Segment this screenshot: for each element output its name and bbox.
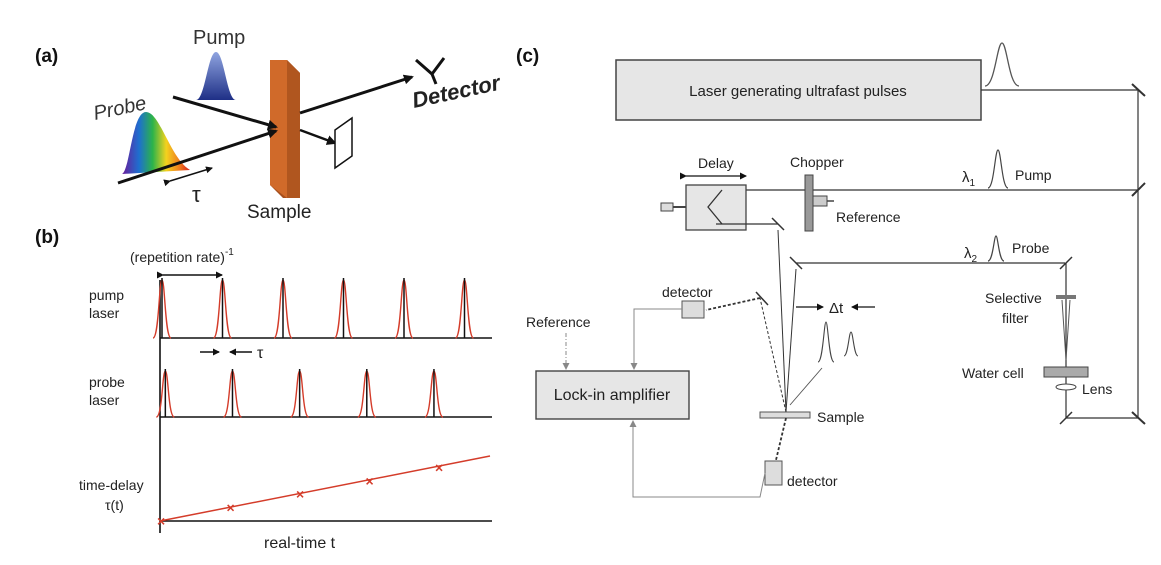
detector-top-signal (630, 308, 682, 370)
filter-cone (1061, 299, 1071, 361)
sample-c (759, 411, 811, 419)
dt-pointer (789, 367, 823, 406)
beam-splitter (1131, 182, 1146, 197)
detector-bottom-signal (629, 420, 766, 498)
transmitted-beam-c (775, 417, 787, 461)
tau-label: τ (192, 182, 201, 207)
xlabel: real-time t (264, 535, 336, 552)
mirror-top-right (1131, 83, 1146, 97)
panel-b-label: (b) (35, 227, 59, 248)
lambda2-label: λ2 (964, 245, 978, 265)
pump-laser-label-2: laser (89, 305, 120, 321)
detector-mirror (755, 291, 769, 306)
detector-icon (415, 57, 446, 85)
sample-slab (270, 60, 300, 198)
water-cell-label: Water cell (962, 365, 1024, 381)
probe-pulse-icon (987, 235, 1005, 262)
detector-beam (705, 297, 761, 311)
dt-label: Δt (829, 300, 844, 317)
reflected-beam (759, 297, 787, 413)
dt-pulse-1 (817, 321, 835, 363)
lockin-label: Lock-in amplifier (554, 387, 671, 404)
dt-pulse-2 (843, 331, 859, 357)
laser-pulse-icon (984, 42, 1020, 87)
probe-beam (117, 128, 278, 185)
pump-pulse-icon (987, 149, 1009, 189)
lens-label: Lens (1082, 381, 1112, 397)
probe-laser-label-2: laser (89, 392, 120, 408)
panel-a-label: (a) (35, 46, 58, 67)
selective-filter (1056, 295, 1076, 299)
tau-b-label: τ (257, 345, 264, 362)
transmitted-beam (299, 74, 414, 115)
pump-to-sample (777, 229, 787, 413)
pulse-group: × × × × × (152, 278, 475, 529)
detector-top-label: detector (662, 284, 713, 300)
probe-c-label: Probe (1012, 240, 1050, 256)
lens (1055, 383, 1077, 391)
probe-laser-label-1: probe (89, 374, 125, 390)
sample-c-label: Sample (817, 409, 865, 425)
lockin-box (535, 370, 690, 420)
retroreflector (707, 189, 723, 225)
mirror-bottom-right (1131, 411, 1146, 425)
detector-bottom (764, 460, 783, 486)
water-cell (1043, 366, 1089, 378)
beam-block-screen (334, 116, 353, 170)
selective-label-1: Selective (985, 290, 1042, 306)
delay-label-1: time-delay (79, 477, 144, 493)
pump-beam (172, 95, 278, 130)
pump-label: Pump (193, 27, 245, 49)
chopper-reference-label: Reference (836, 209, 901, 225)
lambda1-label: λ1 (962, 169, 976, 189)
delay-marker-1: × (157, 513, 165, 529)
delay-line (159, 455, 491, 522)
chopper (804, 174, 834, 232)
pump-c-label: Pump (1015, 167, 1052, 183)
chopper-label: Chopper (790, 154, 844, 170)
detector-label: Detector (410, 70, 504, 113)
panel-c: (c) Laser generating ultrafast pulses λ1… (516, 42, 1146, 498)
pump-steer-mirror (771, 217, 785, 231)
rep-rate-label: (repetition rate)-1 (130, 247, 234, 265)
panel-b: (b) (repetition rate)-1 pump laser probe… (35, 227, 492, 552)
delay-motor (660, 202, 674, 212)
delay-label-2: τ(t) (105, 497, 124, 513)
delay-stage (685, 184, 747, 231)
pump-pulse (196, 52, 236, 100)
probe-steer-mirror (789, 256, 803, 270)
detector-bottom-label: detector (787, 473, 838, 489)
delay-marker-5: × (435, 459, 443, 475)
residual-beam (299, 128, 337, 145)
delay-label: Delay (698, 155, 734, 171)
probe-pulse (122, 112, 190, 174)
probe-to-sample (785, 268, 797, 413)
panel-a: (a) Pump Probe Detector τ Sample (35, 27, 504, 223)
detector-top (681, 300, 705, 319)
laser-label: Laser generating ultrafast pulses (689, 83, 907, 100)
delay-marker-3: × (296, 486, 304, 502)
tau-arrow (163, 166, 213, 187)
pump-laser-label-1: pump (89, 287, 124, 303)
selective-label-2: filter (1002, 310, 1029, 326)
delay-marker-2: × (227, 500, 235, 516)
reference-left-label: Reference (526, 314, 591, 330)
laser-box (615, 59, 982, 121)
delay-marker-4: × (366, 473, 374, 489)
panel-c-label: (c) (516, 46, 539, 67)
sample-label: Sample (247, 202, 311, 223)
